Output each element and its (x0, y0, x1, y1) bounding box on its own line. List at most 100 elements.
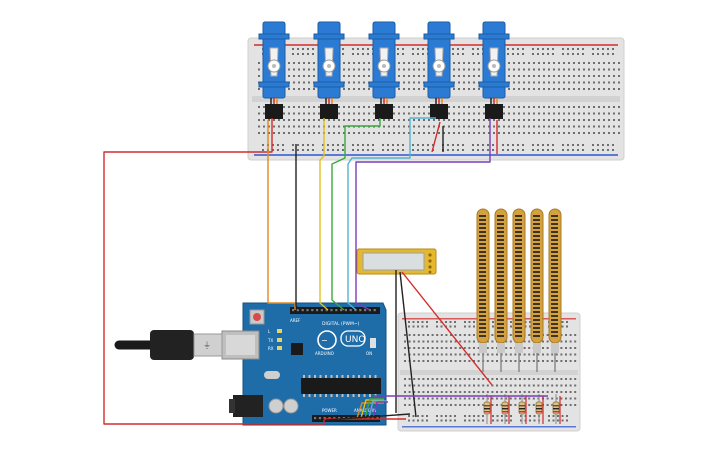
breadboard-hole[interactable] (338, 132, 340, 134)
breadboard-rail-hole[interactable] (572, 53, 574, 55)
breadboard-hole[interactable] (393, 112, 395, 115)
breadboard-hole[interactable] (618, 106, 620, 108)
breadboard-rail-hole[interactable] (566, 321, 568, 323)
breadboard-hole[interactable] (508, 132, 510, 134)
breadboard-hole[interactable] (398, 68, 400, 71)
header-pin[interactable] (320, 309, 323, 312)
breadboard-rail-hole[interactable] (597, 144, 599, 146)
breadboard-hole[interactable] (558, 81, 560, 84)
breadboard-hole[interactable] (418, 132, 420, 134)
breadboard-rail-hole[interactable] (362, 48, 364, 50)
breadboard-hole[interactable] (459, 340, 462, 343)
breadboard-hole[interactable] (303, 112, 305, 115)
breadboard-hole[interactable] (308, 132, 310, 134)
breadboard-hole[interactable] (353, 75, 355, 77)
breadboard-rail-hole[interactable] (612, 48, 614, 50)
breadboard-rail-hole[interactable] (507, 53, 509, 55)
breadboard-rail-hole[interactable] (468, 321, 471, 323)
breadboard-hole[interactable] (463, 125, 465, 128)
breadboard-hole[interactable] (546, 404, 549, 406)
breadboard-hole[interactable] (298, 119, 300, 121)
breadboard-hole[interactable] (403, 132, 405, 134)
breadboard-hole[interactable] (513, 81, 515, 84)
breadboard-hole[interactable] (417, 353, 420, 356)
breadboard-hole[interactable] (613, 88, 615, 90)
breadboard-rail-hole[interactable] (582, 48, 584, 50)
breadboard-hole[interactable] (483, 119, 485, 121)
breadboard-rail-hole[interactable] (552, 149, 554, 151)
header-pin[interactable] (311, 309, 314, 312)
breadboard-hole[interactable] (463, 391, 466, 393)
breadboard-hole[interactable] (532, 404, 535, 406)
breadboard-hole[interactable] (523, 68, 525, 71)
breadboard-rail-hole[interactable] (473, 321, 475, 323)
breadboard-hole[interactable] (328, 132, 330, 134)
wire-yellow-a1[interactable] (360, 399, 384, 419)
breadboard-hole[interactable] (468, 334, 471, 336)
breadboard-hole[interactable] (468, 62, 470, 64)
breadboard-hole[interactable] (459, 397, 462, 400)
breadboard-hole[interactable] (563, 125, 565, 128)
breadboard-rail-hole[interactable] (402, 149, 404, 151)
breadboard-hole[interactable] (553, 125, 555, 128)
breadboard-hole[interactable] (613, 106, 615, 108)
servo-motor[interactable] (313, 21, 345, 119)
breadboard-rail-hole[interactable] (382, 149, 384, 151)
breadboard-rail-hole[interactable] (562, 149, 564, 151)
breadboard-hole[interactable] (608, 88, 610, 90)
breadboard-hole[interactable] (548, 119, 550, 121)
breadboard-hole[interactable] (542, 360, 544, 362)
breadboard-hole[interactable] (532, 397, 535, 400)
breadboard-hole[interactable] (383, 132, 385, 134)
breadboard-hole[interactable] (468, 397, 471, 400)
breadboard-hole[interactable] (363, 119, 365, 121)
breadboard-rail-hole[interactable] (577, 144, 579, 146)
breadboard-hole[interactable] (555, 384, 558, 387)
breadboard-hole[interactable] (348, 112, 350, 115)
breadboard-rail-hole[interactable] (417, 149, 419, 151)
breadboard-hole[interactable] (513, 106, 515, 108)
breadboard-hole[interactable] (422, 404, 425, 406)
breadboard-hole[interactable] (548, 106, 550, 108)
wire-green-servo3[interactable] (331, 126, 346, 311)
breadboard-hole[interactable] (588, 119, 590, 121)
breadboard-rail-hole[interactable] (561, 419, 564, 422)
breadboard-hole[interactable] (578, 125, 580, 128)
breadboard-rail-hole[interactable] (426, 321, 428, 323)
breadboard-rail-hole[interactable] (382, 144, 384, 146)
breadboard-hole[interactable] (613, 75, 615, 77)
breadboard-rail-hole[interactable] (412, 415, 415, 417)
breadboard-hole[interactable] (413, 88, 415, 90)
breadboard-hole[interactable] (558, 88, 560, 90)
breadboard-hole[interactable] (343, 75, 345, 77)
breadboard-hole[interactable] (518, 119, 520, 121)
breadboard-hole[interactable] (423, 132, 425, 134)
breadboard-hole[interactable] (417, 334, 420, 336)
breadboard-hole[interactable] (588, 125, 590, 128)
breadboard-hole[interactable] (408, 347, 411, 349)
breadboard-rail-hole[interactable] (557, 415, 559, 417)
breadboard-rail-hole[interactable] (462, 53, 464, 55)
breadboard-hole[interactable] (518, 132, 520, 134)
breadboard-hole[interactable] (473, 125, 475, 128)
breadboard-hole[interactable] (509, 334, 512, 336)
breadboard-hole[interactable] (413, 347, 416, 349)
breadboard-hole[interactable] (273, 132, 275, 134)
breadboard-hole[interactable] (491, 360, 494, 362)
breadboard-hole[interactable] (417, 360, 420, 362)
breadboard-hole[interactable] (583, 125, 585, 128)
breadboard-hole[interactable] (468, 360, 471, 362)
breadboard-hole[interactable] (546, 347, 549, 349)
breadboard-hole[interactable] (569, 391, 572, 393)
breadboard-rail-hole[interactable] (517, 144, 519, 146)
breadboard-hole[interactable] (542, 384, 544, 387)
breadboard-hole[interactable] (403, 75, 405, 77)
breadboard-hole[interactable] (413, 334, 416, 336)
breadboard-hole[interactable] (413, 62, 415, 64)
breadboard-hole[interactable] (428, 119, 430, 121)
breadboard-hole[interactable] (473, 384, 475, 387)
breadboard-hole[interactable] (438, 132, 440, 134)
breadboard-rail-hole[interactable] (262, 149, 264, 151)
breadboard-hole[interactable] (318, 119, 320, 121)
breadboard-hole[interactable] (293, 106, 295, 108)
